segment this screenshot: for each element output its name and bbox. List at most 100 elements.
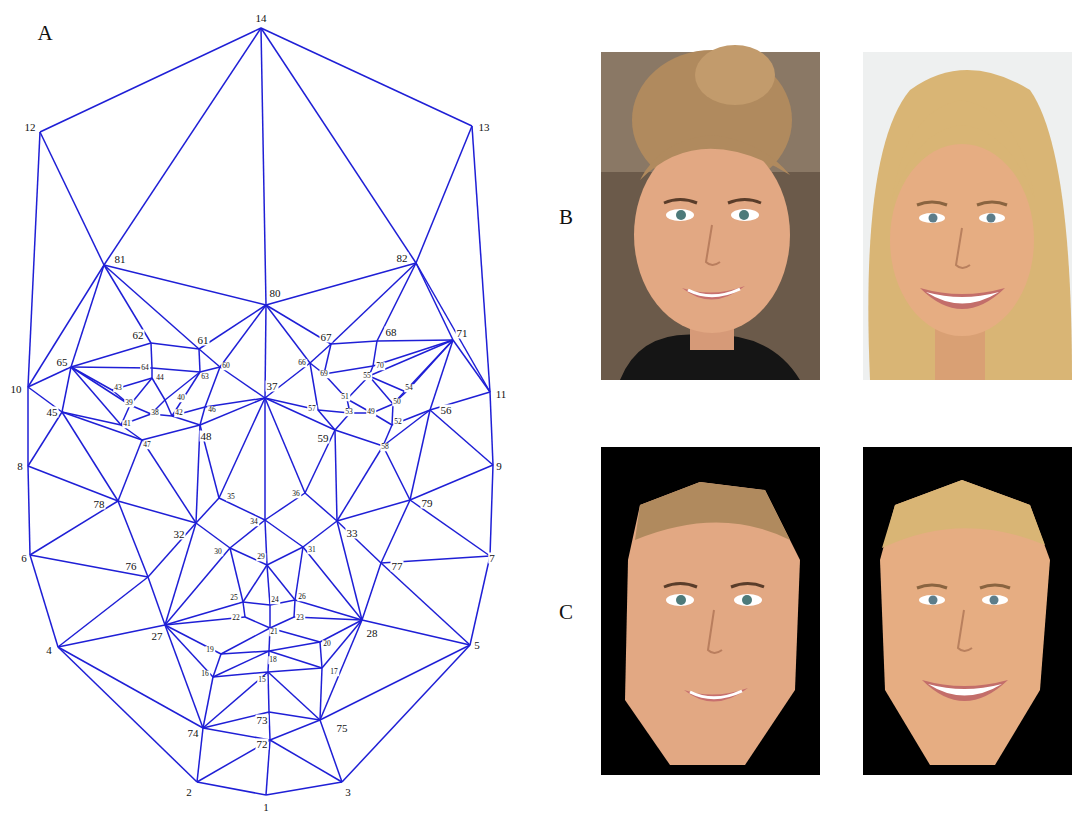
landmark-number: 27 [151, 631, 164, 642]
mesh-line [410, 410, 430, 500]
mesh-line [490, 465, 493, 556]
landmark-number: 56 [440, 405, 453, 416]
mesh-line [58, 625, 165, 647]
mesh-line [104, 265, 266, 305]
mesh-line [470, 556, 490, 645]
mesh-line [295, 600, 362, 620]
mesh-line [369, 376, 393, 404]
landmark-number: 70 [375, 362, 385, 370]
landmark-number: 45 [46, 407, 59, 418]
landmark-number: 24 [270, 596, 280, 604]
mesh-line [270, 617, 294, 628]
mesh-line [320, 620, 362, 642]
landmark-number: 31 [307, 546, 317, 554]
landmark-number: 3 [344, 787, 352, 798]
mesh-line [337, 500, 410, 521]
mesh-line [40, 132, 104, 265]
mesh-line [453, 340, 490, 392]
landmark-number: 14 [255, 13, 268, 24]
mesh-line [381, 500, 410, 563]
landmark-number: 34 [249, 518, 259, 526]
landmark-number: 49 [366, 408, 376, 416]
mesh-line [30, 555, 148, 577]
mesh-line [264, 398, 266, 520]
mesh-line [230, 520, 265, 548]
landmark-number: 38 [150, 409, 160, 417]
mesh-line [148, 523, 196, 577]
mesh-line [230, 548, 267, 565]
landmark-number: 19 [205, 646, 215, 654]
landmark-number: 33 [346, 528, 359, 539]
mesh-line [320, 668, 322, 720]
landmark-number: 22 [231, 614, 241, 622]
mesh-line [58, 647, 197, 782]
mesh-line [381, 563, 470, 645]
mesh-line [200, 407, 205, 425]
mesh-line [165, 625, 203, 728]
mesh-line [142, 425, 200, 440]
mesh-line [267, 565, 295, 600]
mesh-line [28, 132, 40, 387]
landmark-number: 41 [122, 420, 132, 428]
landmark-number: 53 [344, 408, 354, 416]
mesh-line [268, 672, 269, 712]
mesh-line [27, 387, 29, 466]
cropped-face [601, 447, 820, 775]
mesh-line [58, 647, 203, 728]
mesh-line [269, 712, 270, 740]
mesh-line [104, 265, 199, 349]
mesh-line [430, 340, 453, 410]
mesh-line [28, 466, 30, 555]
mesh-line [148, 577, 165, 625]
mesh-line [196, 523, 230, 548]
mesh-line [270, 720, 320, 740]
landmark-number: 16 [200, 670, 210, 678]
landmark-number: 42 [174, 409, 184, 417]
landmark-number: 81 [114, 254, 127, 265]
mesh-line [230, 548, 243, 602]
mesh-line [196, 498, 219, 523]
mesh-line [71, 343, 151, 367]
landmark-number: 74 [187, 728, 200, 739]
landmark-number: 80 [269, 288, 282, 299]
mesh-line [416, 126, 472, 263]
mesh-line [416, 263, 453, 340]
mesh-line [267, 547, 303, 565]
landmark-number: 32 [173, 529, 186, 540]
mesh-line [199, 349, 220, 367]
landmark-number: 46 [207, 406, 217, 414]
mesh-line [337, 521, 362, 620]
landmark-number: 23 [295, 614, 305, 622]
mesh-line [269, 651, 322, 668]
landmark-number: 66 [297, 359, 307, 367]
landmark-number: 82 [396, 253, 409, 264]
landmark-number: 78 [93, 499, 106, 510]
mesh-line [295, 547, 303, 600]
landmark-number: 36 [291, 490, 301, 498]
mesh-line [318, 410, 335, 430]
mesh-line [118, 501, 148, 577]
mesh-line [58, 577, 148, 647]
mesh-line [331, 263, 416, 344]
mesh-line [165, 523, 196, 625]
mesh-line [265, 520, 303, 547]
landmark-number: 67 [320, 332, 333, 343]
mesh-line [152, 368, 200, 372]
landmark-number: 2 [185, 787, 193, 798]
landmark-number: 5 [473, 640, 481, 651]
mesh-line [269, 605, 271, 628]
mesh-line [266, 305, 310, 363]
mesh-line [40, 28, 261, 132]
mesh-line [213, 651, 269, 677]
mesh-line [369, 340, 453, 376]
mesh-line [165, 400, 172, 416]
landmark-number: 59 [317, 433, 330, 444]
mesh-line [200, 367, 220, 372]
landmark-number: 20 [322, 640, 332, 648]
mesh-line [172, 416, 200, 425]
landmark-number: 57 [307, 405, 317, 413]
mesh-line [200, 425, 219, 498]
mesh-line [104, 265, 151, 343]
mesh-line [28, 367, 71, 387]
mesh-line [219, 498, 265, 520]
